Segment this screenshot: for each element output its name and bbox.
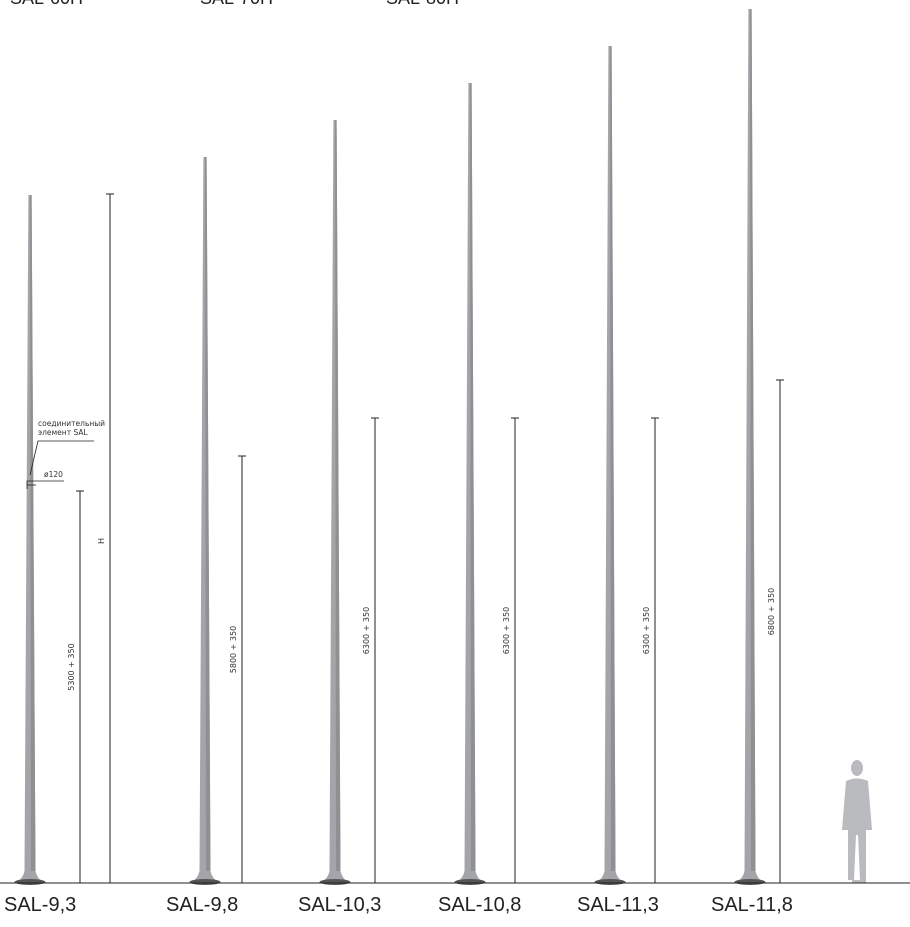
pole-shaft: [319, 120, 351, 883]
pole-base: [594, 879, 626, 885]
dimension-label: 6300 + 350: [502, 607, 511, 654]
diameter-label: ø120: [44, 470, 63, 479]
pole-shaft: [189, 157, 221, 883]
pole-label-sal-10-8: SAL-10,8: [438, 894, 522, 916]
pole-6: [734, 9, 766, 885]
pole-base: [734, 879, 766, 885]
pole-2: [189, 157, 221, 885]
dimension-label: 6300 + 350: [642, 607, 651, 654]
pole-shading: [30, 195, 36, 871]
dimension-lines-layer: 5300 + 350 5800 + 350 6300 + 350 6300 + 350…: [67, 193, 784, 883]
joint-label-line2: элемент SAL: [38, 428, 88, 437]
pole-label-sal-10-3: SAL-10,3: [298, 894, 382, 916]
dimension-line-4: 6300 + 350: [502, 417, 519, 883]
joint-label-line1: соединительный: [38, 419, 106, 428]
pole-base: [189, 879, 221, 885]
top-label-sal-70h: SAL-70H: [200, 0, 273, 9]
poles-layer: [14, 9, 766, 885]
dimension-line-1: 5300 + 350: [67, 490, 84, 883]
top-label-sal-80h: SAL-80H: [386, 0, 459, 9]
dimension-line-5: 6300 + 350: [642, 417, 659, 883]
pole-label-sal-9-8: SAL-9,8: [166, 894, 239, 916]
dimension-label: 6800 + 350: [767, 588, 776, 635]
pole-1: [14, 195, 46, 885]
dimension-label: 5800 + 350: [229, 626, 238, 673]
height-label: H: [97, 538, 106, 544]
dimension-line-3: 6300 + 350: [362, 417, 379, 883]
joint-element-label: соединительный элемент SAL: [38, 419, 105, 437]
pole-base: [14, 879, 46, 885]
pole-shading: [205, 157, 211, 871]
pole-shading: [335, 120, 341, 871]
pole-shading: [750, 9, 756, 871]
dimension-label: 6300 + 350: [362, 607, 371, 654]
human-scale-figure-icon: [842, 760, 872, 883]
pole-5: [594, 46, 626, 885]
pole-shaft: [454, 83, 486, 883]
dimension-label: 5300 + 350: [67, 643, 76, 690]
pole-shaft: [14, 195, 46, 883]
dimension-line-2: 5800 + 350: [229, 455, 246, 883]
pole-label-sal-11-8: SAL-11,8: [711, 894, 793, 916]
top-label-sal-60h: SAL-60H: [10, 0, 83, 9]
pole-label-sal-9-3: SAL-9,3: [4, 894, 77, 916]
pole-label-sal-11-3: SAL-11,3: [577, 894, 659, 916]
pole-shading: [610, 46, 616, 871]
pole-shaft: [734, 9, 766, 883]
pole-base: [454, 879, 486, 885]
pole-3: [319, 120, 351, 885]
pole-shaft: [594, 46, 626, 883]
pole-base: [319, 879, 351, 885]
overall-height-line: [106, 193, 114, 883]
joint-callout: [26, 440, 94, 489]
dimension-line-6: 6800 + 350: [767, 379, 784, 883]
pole-4: [454, 83, 486, 885]
pole-shading: [470, 83, 476, 871]
